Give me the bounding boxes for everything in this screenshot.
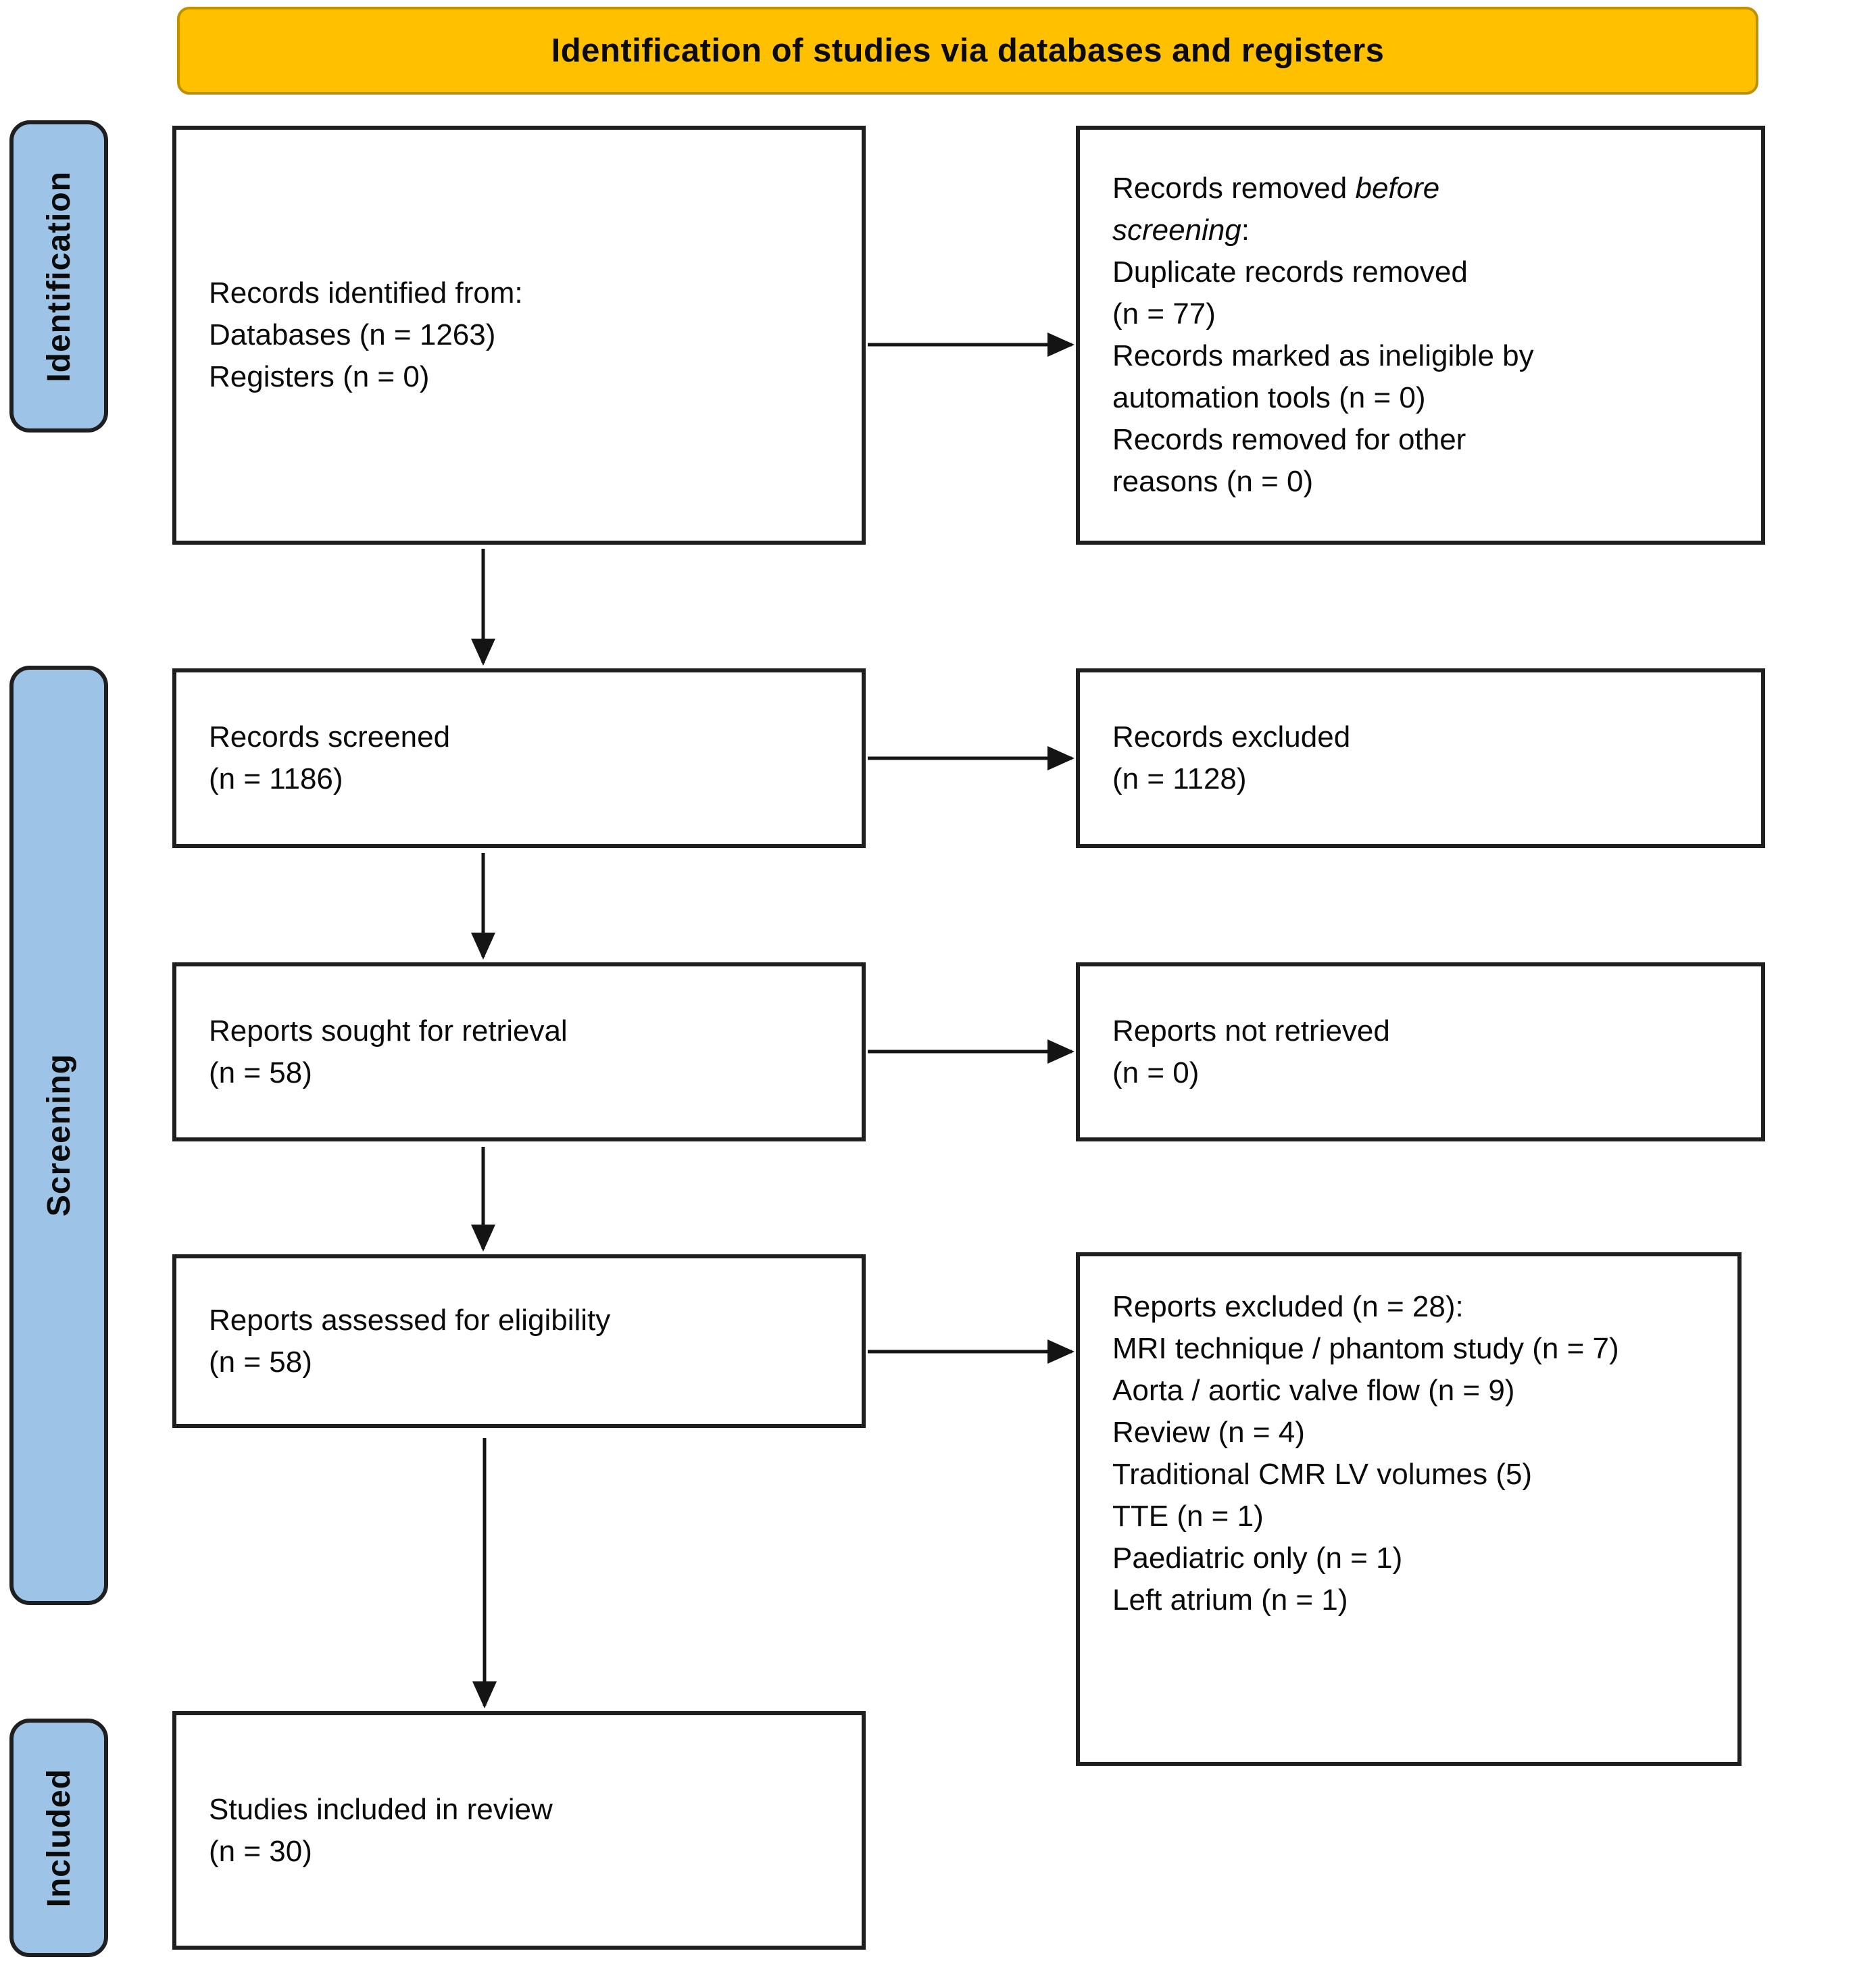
text-line: (n = 30) [209,1834,312,1868]
text-line: Studies included in review [209,1792,553,1826]
stage-bar-identification: Identification [9,120,108,433]
text-line: Review (n = 4) [1112,1416,1305,1449]
text-line: Records identified from: [209,276,523,310]
stage-label-identification: Identification [41,170,77,383]
banner-title: Identification of studies via databases … [551,32,1385,69]
text-line: Records marked as ineligible by [1112,339,1534,372]
text-line: Records excluded [1112,720,1351,754]
box-records-identified: Records identified from: Databases (n = … [172,126,866,545]
text-line: (n = 0) [1112,1056,1200,1089]
text-segment: : [1241,214,1250,247]
text-line: Reports excluded (n = 28): [1112,1290,1464,1323]
text-line: (n = 77) [1112,297,1216,330]
stage-bar-screening: Screening [9,666,108,1605]
stage-label-screening: Screening [41,1054,77,1217]
banner: Identification of studies via databases … [177,7,1758,95]
text-line: Duplicate records removed [1112,255,1468,289]
text-line: Aorta / aortic valve flow (n = 9) [1112,1374,1515,1407]
text-line: automation tools (n = 0) [1112,381,1426,414]
text-line: (n = 1186) [209,762,343,795]
box-studies-included: Studies included in review (n = 30) [172,1711,866,1950]
text-line: Records removed for other [1112,423,1466,456]
text-line: Paediatric only (n = 1) [1112,1542,1403,1575]
box-reports-assessed: Reports assessed for eligibility (n = 58… [172,1254,866,1428]
text-line: (n = 58) [209,1345,312,1379]
text-line: screening: [1112,209,1737,251]
text-line: Records screened [209,720,451,754]
stage-bar-included: Included [9,1719,108,1957]
box-records-screened: Records screened (n = 1186) [172,668,866,848]
text-line: Traditional CMR LV volumes (5) [1112,1458,1533,1491]
text-line: MRI technique / phantom study (n = 7) [1112,1332,1619,1365]
text-line: Reports sought for retrieval [209,1014,568,1047]
box-reports-excluded: Reports excluded (n = 28): MRI technique… [1076,1252,1742,1766]
text-segment-italic: before [1355,172,1440,205]
text-line: reasons (n = 0) [1112,465,1314,498]
text-line: Registers (n = 0) [209,360,430,393]
box-reports-not-retrieved: Reports not retrieved (n = 0) [1076,962,1765,1141]
text-line: (n = 58) [209,1056,312,1089]
text-segment-italic: screening [1112,214,1241,247]
text-line: Reports assessed for eligibility [209,1303,611,1337]
text-line: Records removed before [1112,168,1737,209]
stage-label-included: Included [41,1768,77,1908]
text-line: TTE (n = 1) [1112,1500,1264,1533]
text-segment: Records removed [1112,172,1356,205]
text-line: Left atrium (n = 1) [1112,1583,1348,1617]
text-line: (n = 1128) [1112,762,1247,795]
text-line: Databases (n = 1263) [209,318,496,351]
text-line: Reports not retrieved [1112,1014,1390,1047]
box-reports-sought: Reports sought for retrieval (n = 58) [172,962,866,1141]
box-records-excluded: Records excluded (n = 1128) [1076,668,1765,848]
box-records-removed: Records removed before screening: Duplic… [1076,126,1765,545]
